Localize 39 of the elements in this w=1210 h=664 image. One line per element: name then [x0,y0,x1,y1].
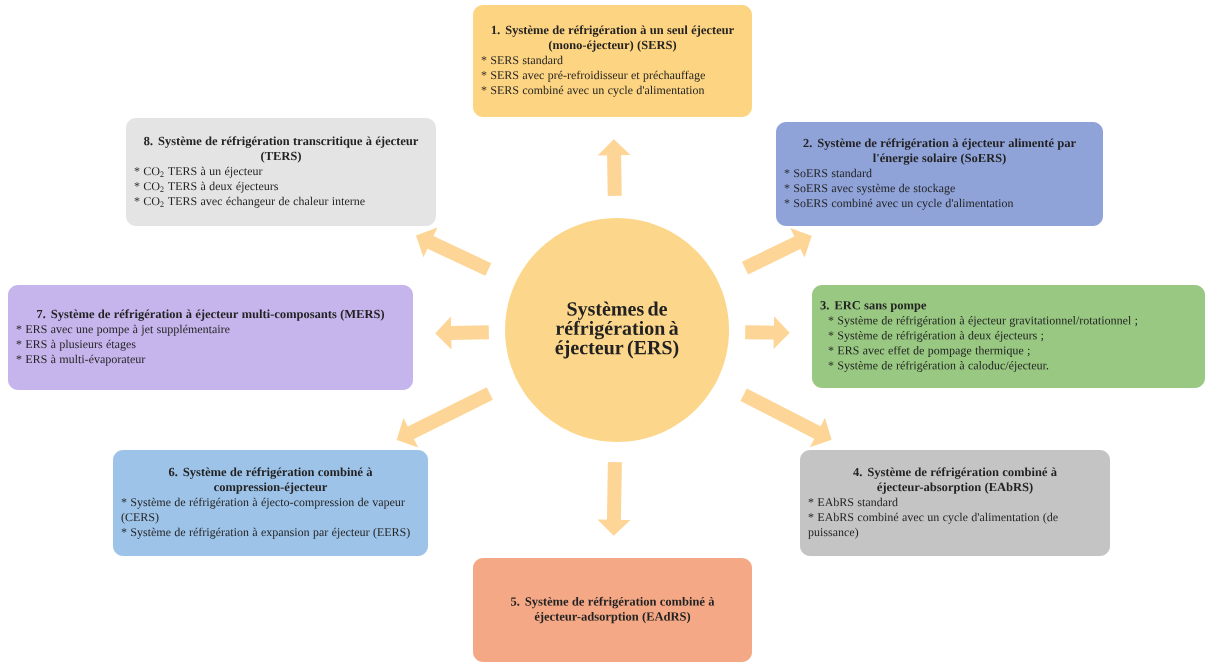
list-item: * ERS à multi-évaporateur [16,354,146,366]
list-item: * CO$_{2}$ TERS avec échangeur de chaleur interne [134,196,365,208]
centre-title: Systèmes de réfrigération à éjecteur (ERS) [555,301,679,359]
category-box [776,122,1103,226]
block-arrow [741,227,812,275]
list-item: * Système de réfrigération à caloduc/éjecteur. [828,360,1049,372]
box-heading: 3. ERC sans pompe [820,301,927,312]
list-item: * SERS combiné avec un cycle d'alimentation [481,85,705,97]
list-item: * CO$_{2}$ TERS à un éjecteur [134,166,263,178]
list-item: * ERS avec effet de pompage thermique ; [828,345,1030,357]
list-item: * Système de réfrigération à éjecto-compression de vapeur (CERS) [121,497,405,524]
list-item: * CO$_{2}$ TERS à deux éjecteurs [134,181,279,193]
list-item: * SoERS avec système de stockage [784,183,955,195]
list-item: * SoERS standard [784,168,872,178]
box-heading: 2. Système de réfrigération à éjecteur alimenté par l'énergie solaire (SoERS) [803,138,1076,165]
category-box [800,450,1110,556]
box-heading: 7. Système de réfrigération à éjecteur multi-composants (MERS) [37,309,385,321]
box-heading: 4. Système de réfrigération combiné à éjecteur-absorption (EAbRS) [853,467,1057,494]
list-item: * SERS avec pré-refroidisseur et préchauffage [481,70,705,82]
list-item: * EAbRS standard [808,497,898,507]
list-item: * SoERS combiné avec un cycle d'alimentation [784,198,1014,210]
box-heading: 8. Système de réfrigération transcritique à éjecteur (TERS) [144,136,419,163]
list-item: * Système de réfrigération à deux éjecteurs ; [828,330,1044,342]
category-box [812,285,1205,388]
box-heading: 1. Système de réfrigération à un seul éjecteur (mono-éjecteur) (SERS) [491,25,734,52]
list-item: * EAbRS combiné avec un cycle d'alimentation (de puissance) [808,512,1058,539]
box-heading: 6. Système de réfrigération combiné à compression-éjecteur [168,467,373,494]
list-item: * ERS à plusieurs étages [16,339,136,351]
category-box [473,558,752,662]
list-item: * SERS standard [481,55,563,65]
list-item: * ERS avec une pompe à jet supplémentaire [16,324,230,336]
centre-circle [505,218,729,442]
category-box [113,450,428,556]
box-heading: 5. Système de réfrigération combiné à éjecteur-adsorption (EAdRS) [511,596,715,624]
category-box [473,5,752,117]
list-item: * Système de réfrigération à expansion par éjecteur (EERS) [121,527,410,539]
list-item: * Système de réfrigération à éjecteur gravitationnel/rotationnel ; [828,315,1138,327]
category-box [8,285,413,390]
category-box [126,118,436,226]
